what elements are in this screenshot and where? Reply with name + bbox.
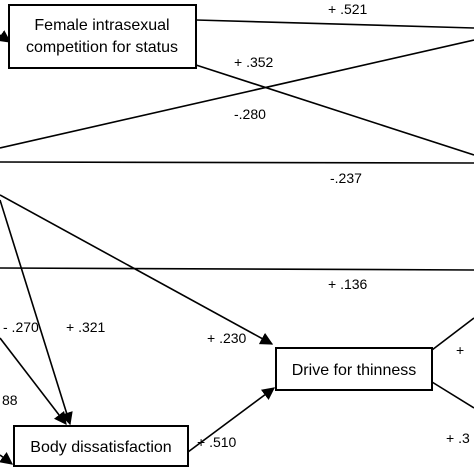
edge-label-to-dissatisfaction-b: + .321 — [66, 319, 106, 335]
edge-label-right-partial-1: + — [456, 342, 464, 358]
edge-to-dissatisfaction-short — [0, 337, 67, 426]
edge-label-horizontal-1: -.237 — [330, 170, 362, 186]
edge-to-thinness — [0, 194, 274, 345]
edge-thinness-out-up — [431, 317, 474, 351]
node-female-competition-line1: Female intrasexual — [34, 17, 169, 34]
node-drive-for-thinness-label: Drive for thinness — [292, 362, 417, 379]
edge-label-to-dissatisfaction-a: - .270 — [3, 319, 39, 335]
edge-label-right-partial-2: + .3 — [446, 430, 470, 446]
node-female-competition: Female intrasexual competition for statu… — [8, 4, 197, 69]
edge-thinness-out-down — [431, 381, 474, 409]
node-drive-for-thinness: Drive for thinness — [275, 347, 433, 391]
edge-label-to-thinness: + .230 — [207, 330, 247, 346]
edge-to-dissatisfaction-long — [0, 199, 73, 426]
edge-label-top-right: + .521 — [328, 1, 368, 17]
edge-competition-cross-down — [195, 64, 474, 156]
edge-label-dissat-to-thin: + .510 — [197, 434, 237, 450]
edge-label-cross-up: -.280 — [234, 106, 266, 122]
edge-cross-up — [0, 39, 474, 149]
node-body-dissatisfaction-label: Body dissatisfaction — [30, 439, 171, 456]
edge-competition-top-right — [195, 19, 474, 29]
edge-label-horizontal-2: + .136 — [328, 276, 368, 292]
node-body-dissatisfaction: Body dissatisfaction — [13, 425, 189, 467]
edge-horizontal-2 — [0, 267, 474, 271]
edge-label-cross-down: + .352 — [234, 54, 274, 70]
edge-label-left-partial: 88 — [2, 392, 18, 408]
edge-horizontal-1 — [0, 161, 474, 164]
node-female-competition-line2: competition for status — [26, 39, 178, 56]
edge-dissatisfaction-to-thinness — [187, 387, 276, 453]
edge-left-partial-arrow — [0, 451, 14, 465]
